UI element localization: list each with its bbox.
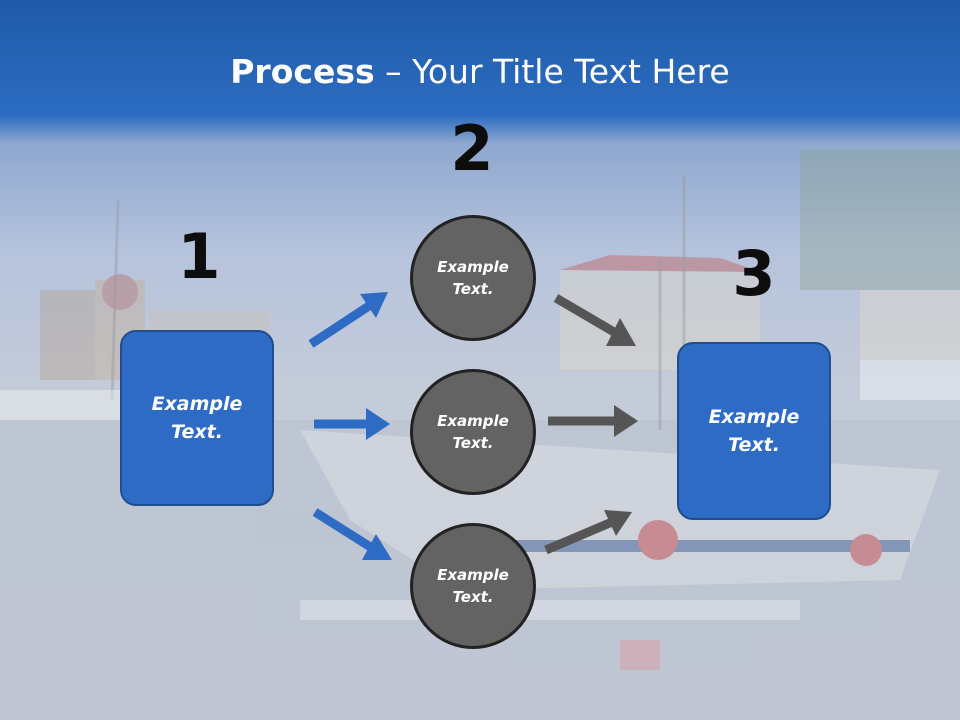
left-step-box[interactable]: Example Text.	[120, 330, 274, 506]
left-step-box-text: Example Text.	[151, 392, 243, 444]
circle-middle-text: Example Text.	[437, 411, 509, 453]
right-step-box-text: Example Text.	[708, 405, 800, 457]
gray-arrow-up	[544, 510, 632, 555]
circle-bottom[interactable]: Example Text.	[410, 523, 536, 649]
circle-top-text: Example Text.	[437, 257, 509, 299]
gray-arrow-right	[548, 405, 638, 437]
circle-middle[interactable]: Example Text.	[410, 369, 536, 495]
step-number-3: 3	[732, 237, 776, 310]
blue-arrow-down	[312, 508, 392, 560]
right-step-box[interactable]: Example Text.	[677, 342, 831, 520]
step-number-1: 1	[177, 220, 221, 293]
circle-top[interactable]: Example Text.	[410, 215, 536, 341]
title-rest: – Your Title Text Here	[374, 52, 730, 91]
circle-bottom-text: Example Text.	[437, 565, 509, 607]
blue-arrow-right	[314, 408, 390, 440]
title-bold: Process	[230, 52, 375, 91]
gray-arrow-down	[553, 294, 636, 346]
step-number-2: 2	[450, 112, 494, 185]
slide-title: Process – Your Title Text Here	[0, 52, 960, 91]
blue-arrow-up	[308, 292, 388, 348]
